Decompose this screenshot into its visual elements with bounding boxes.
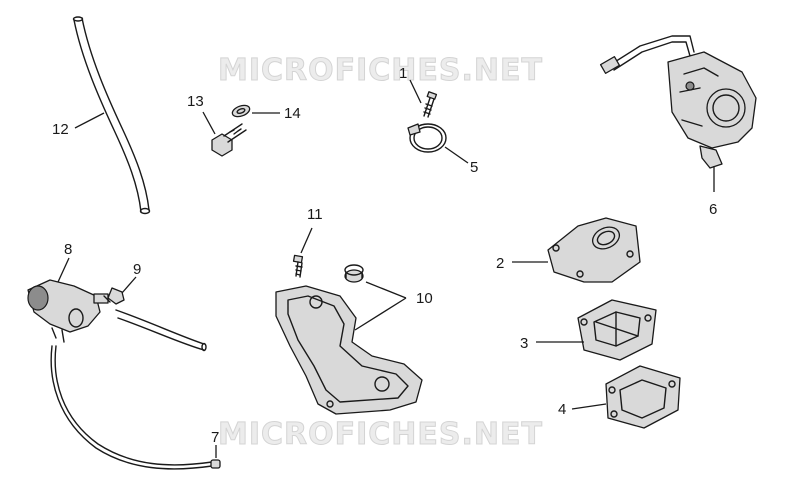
callout-9: 9 [121,261,141,294]
callout-8: 8 [57,241,72,283]
reed-valve-3[interactable] [577,299,657,361]
svg-text:8: 8 [64,241,72,258]
svg-text:14: 14 [284,105,301,122]
svg-text:1: 1 [399,65,407,82]
callout-3: 3 [520,335,584,352]
fuel-line[interactable] [50,345,213,470]
svg-text:3: 3 [520,335,528,352]
callout-13: 13 [187,93,216,135]
carburetor-6[interactable] [599,35,757,169]
callout-7: 7 [211,429,219,458]
gasket-4[interactable] [605,365,681,429]
hose-clip-9[interactable] [103,287,125,305]
callout-11: 11 [300,206,323,254]
screw-1[interactable] [423,91,438,118]
svg-text:7: 7 [211,429,219,446]
callout-12: 12 [52,112,105,138]
fuel-tap-8[interactable] [27,279,109,343]
washer-14[interactable] [231,103,251,119]
screw-11[interactable] [292,254,304,278]
svg-text:11: 11 [307,206,323,223]
bolt-13[interactable] [211,123,247,157]
svg-text:2: 2 [496,255,504,272]
svg-text:4: 4 [558,401,566,418]
callout-14: 14 [252,105,301,122]
watermark-top: MICROFICHES.NET [218,53,543,88]
svg-text:12: 12 [52,121,69,138]
fuel-filter-7[interactable] [210,459,221,469]
svg-text:5: 5 [470,159,478,176]
hose-short[interactable] [115,309,207,352]
svg-text:6: 6 [709,201,717,218]
svg-text:10: 10 [416,290,433,307]
cover-10[interactable] [275,285,423,415]
svg-text:13: 13 [187,93,204,110]
clamp-5[interactable] [407,123,447,153]
callout-6: 6 [709,166,717,218]
callout-5: 5 [444,146,478,176]
intake-manifold-2[interactable] [547,217,641,283]
callout-2: 2 [496,255,548,272]
svg-text:9: 9 [133,261,141,278]
hose-long[interactable] [72,16,151,215]
watermark-bottom: MICROFICHES.NET [218,417,543,452]
callout-1: 1 [399,65,422,104]
callout-4: 4 [558,401,607,418]
callout-10: 10 [354,281,433,331]
plug-10[interactable] [344,264,364,283]
